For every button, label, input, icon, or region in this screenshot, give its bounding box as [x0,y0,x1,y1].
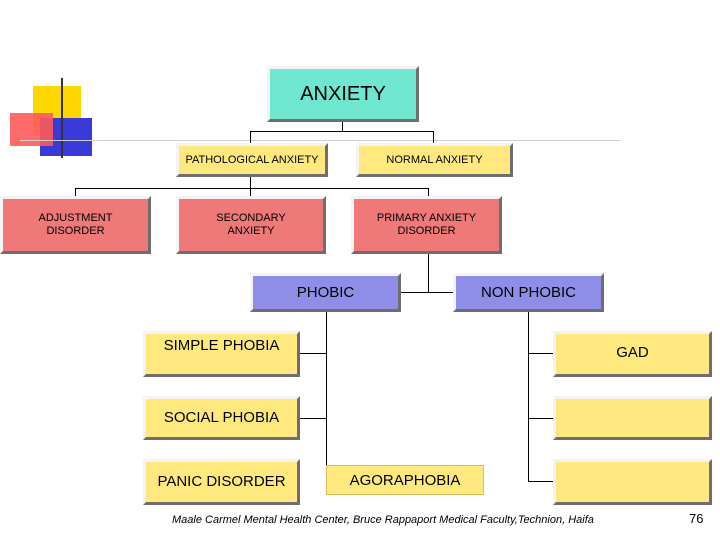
adjustment-disorder-node: ADJUSTMENT DISORDER [0,196,151,254]
connector-line [433,131,434,143]
agoraphobia-node: AGORAPHOBIA [326,465,484,495]
connector-line [342,122,343,131]
social-phobia-node: SOCIAL PHOBIA [143,396,300,440]
connector-line [528,312,529,482]
connector-line [75,188,429,189]
connector-line [528,418,554,419]
gad-node: GAD [553,331,712,377]
connector-line [528,353,554,354]
connector-line [250,131,434,132]
pathological-anxiety-node: PATHOLOGICAL ANXIETY [176,143,328,177]
connector-line [428,254,429,293]
empty-node [553,459,712,505]
page-number: 76 [689,511,704,526]
decorative-red-square [10,113,53,146]
connector-line [250,188,251,196]
secondary-anxiety-node: SECONDARY ANXIETY [176,196,326,254]
anxiety-node: ANXIETY [267,66,419,122]
footer-credit: Maale Carmel Mental Health Center, Bruce… [172,514,594,526]
phobic-node: PHOBIC [250,273,401,312]
connector-line [250,177,251,188]
connector-line [299,353,327,354]
empty-node [553,396,712,440]
non-phobic-node: NON PHOBIC [453,273,604,312]
connector-line [299,418,327,419]
decorative-horizontal-rule [20,140,620,141]
normal-anxiety-node: NORMAL ANXIETY [356,143,513,177]
panic-disorder-node: PANIC DISORDER [143,459,300,505]
connector-line [326,312,327,470]
connector-line [250,131,251,143]
connector-line [75,188,76,196]
connector-line [400,292,454,293]
connector-line [428,188,429,196]
connector-line [528,481,554,482]
simple-phobia-node: SIMPLE PHOBIA [143,331,300,377]
primary-anxiety-disorder-node: PRIMARY ANXIETY DISORDER [351,196,502,254]
decorative-vertical-rule [61,78,63,158]
